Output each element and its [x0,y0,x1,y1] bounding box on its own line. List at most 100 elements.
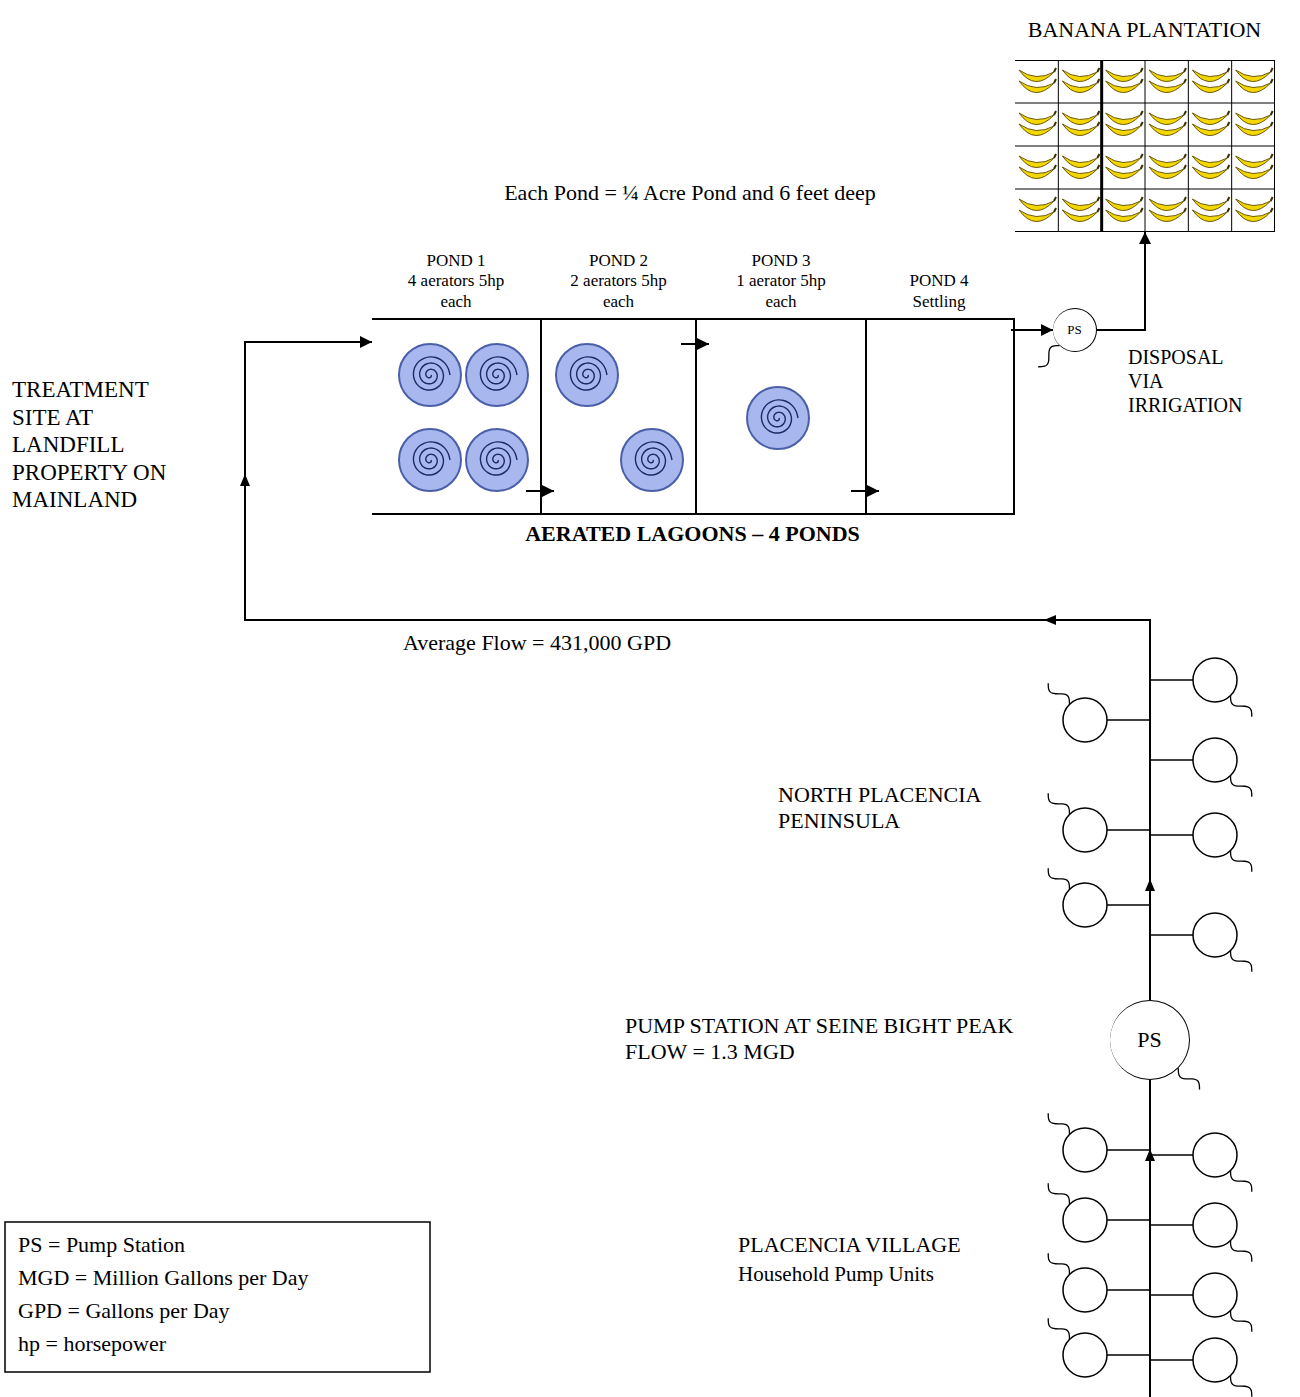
node-heading: POND 3 [731,251,831,271]
legend-box [5,1222,430,1372]
pump-tail [1048,1253,1069,1274]
aerator-symbol [747,387,809,449]
banana-stem [1141,165,1143,169]
label-holder: PLACENCIA VILLAGE [738,1232,1018,1258]
banana-symbol [1149,199,1184,211]
flow-arrow [1145,1149,1155,1161]
banana-symbol [1192,210,1227,222]
banana-symbol [1062,210,1097,222]
banana-stem [1227,165,1229,169]
node-note: 4 aerators 5hp each [406,271,506,312]
banana-symbol [1149,81,1184,93]
pump-tail [1231,1376,1252,1397]
banana-grid [1015,60,1275,232]
banana-stem [1097,197,1099,201]
grid-line [1015,103,1275,104]
banana-symbol [1236,156,1271,168]
aerator-spiral [413,442,450,475]
label-holder: PS = Pump Station [18,1232,418,1258]
banana-symbol [1236,81,1271,93]
label-holder: hp = horsepower [18,1331,418,1357]
aerator-spiral [480,442,517,475]
banana-symbol [1236,124,1271,136]
household-pump-unit [1193,813,1237,857]
node-label: PS [1137,1027,1161,1053]
banana-stem [1227,122,1229,126]
banana-symbol [1236,113,1271,125]
banana-symbol [1192,199,1227,211]
banana-stem [1271,197,1273,201]
banana-symbol [1019,199,1054,211]
text-holder: PS [1053,309,1096,351]
node-heading: POND 2 [569,251,669,271]
pump-tail [1231,1171,1252,1192]
banana-stem [1054,111,1056,115]
plantation-box: BANANA PLANTATION [1015,60,1275,232]
banana-stem [1271,122,1273,126]
household-pumps [1038,346,1252,1397]
aerator-spiral [413,357,450,390]
aerator-symbol [621,429,683,491]
banana-stem [1054,208,1056,212]
banana-symbol [1062,81,1097,93]
banana-stem [1141,208,1143,212]
node-note: 2 aerators 5hp each [569,271,669,312]
banana-symbol [1236,167,1271,179]
disposal-label: DISPOSAL VIA IRRIGATION [1128,345,1253,417]
household-pump-unit [1063,808,1107,852]
lagoon-box: POND 14 aerators 5hp eachPOND 22 aerator… [372,318,1015,515]
note: Each Pond = ¼ Acre Pond and 6 feet deep [420,180,960,206]
pump-tail [1231,951,1252,972]
banana-stem [1054,197,1056,201]
grid-line [1015,189,1275,190]
text-holder: BANANA PLANTATION [965,17,1300,43]
label-holder: TREATMENT SITE AT LANDFILL PROPERTY ON M… [12,376,190,514]
pump-station-circle: PS [1110,1000,1190,1080]
banana-stem [1097,154,1099,158]
banana-stem [1271,68,1273,72]
banana-stem [1271,111,1273,115]
banana-stem [1184,68,1186,72]
banana-symbol [1062,70,1097,82]
banana-symbol [1062,113,1097,125]
banana-stem [1097,122,1099,126]
area-note: Household Pump Units [738,1262,1018,1287]
banana-symbol [1192,124,1227,136]
pump-tail [1048,1113,1069,1134]
pump-tail [1048,1318,1069,1339]
banana-symbol [1236,199,1271,211]
text-holder: POND 22 aerators 5hp each [569,251,669,312]
banana-stem [1141,68,1143,72]
node-note: 1 aerator 5hp each [731,271,831,312]
banana-stem [1184,197,1186,201]
banana-symbol [1236,210,1271,222]
aerator-symbol [466,429,528,491]
banana-symbol [1019,124,1054,136]
banana-symbol [1149,113,1184,125]
node-heading: POND 4 [889,271,989,291]
banana-symbol [1106,113,1141,125]
flow-connector [1011,329,1053,331]
pump-station-circle: PS [1053,308,1097,352]
banana-symbol [1062,124,1097,136]
household-pump-unit [1193,1338,1237,1382]
banana-stem [1227,68,1229,72]
pump-tail [1231,776,1252,797]
pond-cell: POND 4Settling [865,320,1011,513]
banana-stem [1184,154,1186,158]
banana-stem [1054,165,1056,169]
banana-stem [1141,111,1143,115]
pump-tail [1231,696,1252,717]
edge-label-holder: Average Flow = 431,000 GPD [400,630,674,656]
household-pump-unit [1063,698,1107,742]
banana-symbol [1019,210,1054,222]
banana-symbol [1019,70,1054,82]
text-holder: PS [1110,1001,1189,1079]
aerators [399,344,809,491]
banana-stem [1097,79,1099,83]
pond-cell: POND 31 aerator 5hp each [695,320,865,513]
text-holder: POND 14 aerators 5hp each [406,251,506,312]
banana-symbol [1019,156,1054,168]
